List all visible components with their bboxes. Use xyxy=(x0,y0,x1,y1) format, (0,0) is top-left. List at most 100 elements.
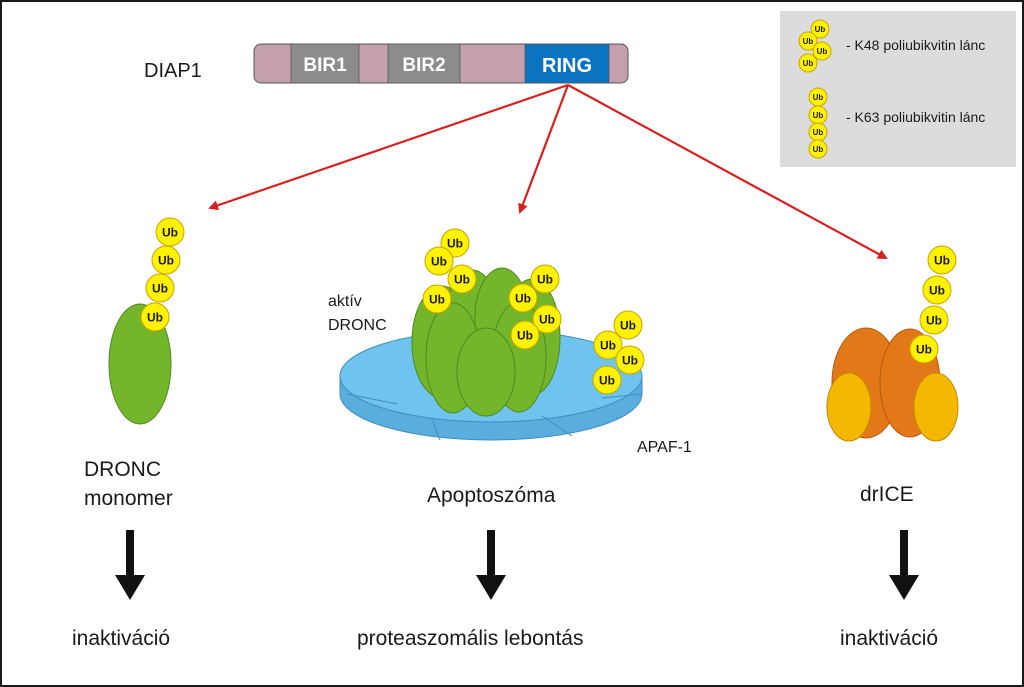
ubiquitin-icon: Ub xyxy=(532,304,562,334)
active-dronc-label-line1: aktív xyxy=(328,293,362,310)
ubiquitin-label: Ub xyxy=(929,283,945,297)
ubiquitin-icon: Ub xyxy=(812,41,832,61)
ubiquitin-icon: Ub xyxy=(447,264,477,294)
ubiquitin-label: Ub xyxy=(447,236,463,250)
ubiquitin-label: Ub xyxy=(539,312,555,326)
ubiquitin-label: Ub xyxy=(813,128,824,137)
ubiquitin-icon: Ub xyxy=(593,330,623,360)
ubiquitin-icon: Ub xyxy=(919,305,949,335)
ubiquitin-icon: Ub xyxy=(909,334,939,364)
ubiquitin-label: Ub xyxy=(162,225,178,239)
ubiquitin-icon: Ub xyxy=(808,139,828,159)
ubiquitin-icon: Ub xyxy=(798,31,818,51)
ubiquitin-label: Ub xyxy=(429,292,445,306)
ubiquitin-icon: Ub xyxy=(615,345,645,375)
ubiquitin-icon: Ub xyxy=(151,245,181,275)
ubiquitin-icon: Ub xyxy=(927,245,957,275)
ubiquitin-icon: Ub xyxy=(140,302,170,332)
legend-k63-label: - K63 poliubikvitin lánc xyxy=(846,109,985,125)
ubiquitin-label: Ub xyxy=(926,313,942,327)
ubiquitin-label: Ub xyxy=(622,353,638,367)
target-name-dronc-line1: DRONC xyxy=(84,458,161,481)
ubiquitin-label: Ub xyxy=(600,338,616,352)
ubiquitin-label: Ub xyxy=(537,272,553,286)
ubiquitin-icon: Ub xyxy=(798,53,818,73)
ring-label: RING xyxy=(542,55,592,77)
ubiquitin-icon: Ub xyxy=(808,87,828,107)
arrow-to-drice xyxy=(567,84,888,259)
dronc-monomer-body xyxy=(108,303,172,425)
outcome-dronc: inaktiváció xyxy=(72,627,170,650)
ring-arrows xyxy=(208,83,888,259)
active-dronc-label-line2: DRONC xyxy=(328,317,387,334)
diap1-label: DIAP1 xyxy=(144,60,202,82)
ubiquitin-label: Ub xyxy=(934,253,950,267)
bir1-label: BIR1 xyxy=(303,55,347,76)
down-arrow-apoptosome xyxy=(476,530,506,600)
ubiquitin-icon: Ub xyxy=(808,122,828,142)
outcome-drice: inaktiváció xyxy=(840,627,938,650)
diap1-protein: DIAP1 BIR1 BIR2 RING xyxy=(144,43,629,84)
target-name-drice: drICE xyxy=(860,483,914,506)
down-arrow-dronc xyxy=(115,530,145,600)
bir2-domain xyxy=(387,43,461,84)
ubiquitin-label: Ub xyxy=(515,291,531,305)
ubiquitin-icon: Ub xyxy=(145,273,175,303)
ubiquitin-label: Ub xyxy=(152,281,168,295)
ubiquitin-icon: Ub xyxy=(155,217,185,247)
bir2-label: BIR2 xyxy=(402,55,445,76)
ubiquitin-icon: Ub xyxy=(424,246,454,276)
ubiquitin-label: Ub xyxy=(158,253,174,267)
outcome-apoptosome: proteaszomális lebontás xyxy=(357,627,583,650)
ubiquitin-label: Ub xyxy=(147,310,163,324)
active-dronc-subunit xyxy=(456,327,516,417)
ubiquitin-icon: Ub xyxy=(810,19,830,39)
arrow-to-apoptosome xyxy=(518,84,570,214)
ubiquitin-icon: Ub xyxy=(592,365,622,395)
ubiquitin-label: Ub xyxy=(803,59,814,68)
ubiquitin-label: Ub xyxy=(815,25,826,34)
drice-small-subunit xyxy=(826,372,872,442)
ubiquitin-label: Ub xyxy=(620,318,636,332)
ubiquitin-icon: Ub xyxy=(510,320,540,350)
ubiquitin-label: Ub xyxy=(803,37,814,46)
drice-small-subunit xyxy=(913,372,959,442)
down-arrows xyxy=(115,530,919,600)
ubiquitin-label: Ub xyxy=(813,93,824,102)
ubiquitin-label: Ub xyxy=(454,272,470,286)
ubiquitin-label: Ub xyxy=(817,47,828,56)
ubiquitin-icon: Ub xyxy=(922,275,952,305)
down-arrow-drice xyxy=(889,530,919,600)
ubiquitin-icon: Ub xyxy=(808,105,828,125)
ubiquitin-label: Ub xyxy=(813,145,824,154)
ubiquitin-icon: Ub xyxy=(613,310,643,340)
ubiquitin-icon: Ub xyxy=(508,283,538,313)
ring-domain xyxy=(524,43,610,84)
ubiquitin-label: Ub xyxy=(517,328,533,342)
apaf1-label: APAF-1 xyxy=(637,439,692,456)
bir1-domain xyxy=(290,43,360,84)
ubiquitin-icon: Ub xyxy=(530,264,560,294)
arrow-to-dronc-monomer xyxy=(208,83,569,211)
ubiquitin-label: Ub xyxy=(916,342,932,356)
legend-k48-label: - K48 poliubikvitin lánc xyxy=(846,37,985,53)
target-name-dronc-line2: monomer xyxy=(84,487,173,510)
ubiquitin-label: Ub xyxy=(431,254,447,268)
target-name-apoptosome: Apoptoszóma xyxy=(427,484,556,507)
ubiquitin-label: Ub xyxy=(599,373,615,387)
ubiquitin-label: Ub xyxy=(813,111,824,120)
ubiquitin-icon: Ub xyxy=(422,284,452,314)
